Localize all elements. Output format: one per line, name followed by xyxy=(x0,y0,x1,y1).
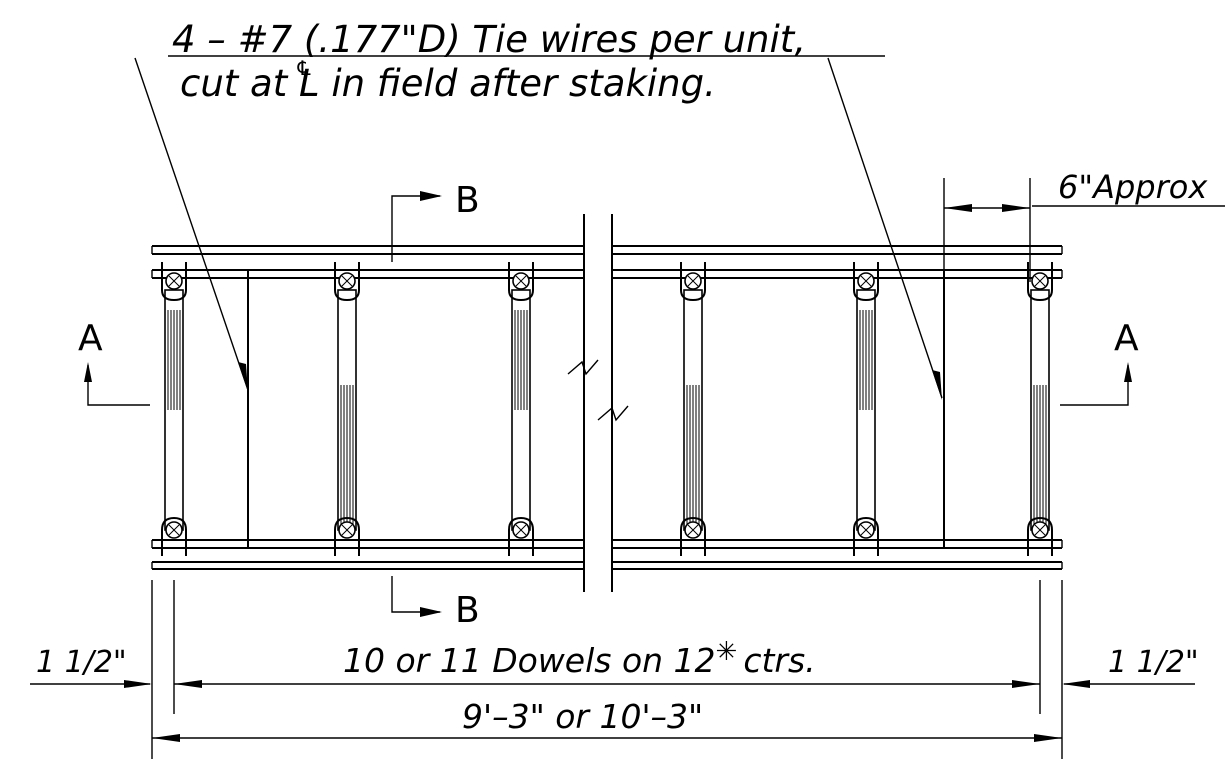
dowels-label-suffix: ctrs. xyxy=(743,641,815,680)
leader-left-arrow xyxy=(238,362,248,392)
dowels-label: 10 or 11 Dowels on 12✳ctrs. xyxy=(343,637,816,680)
leader-right xyxy=(827,57,943,399)
dowel-bar xyxy=(853,262,879,556)
note-line-1: 4 – #7 (.177"D) Tie wires per unit, xyxy=(172,18,806,61)
section-b-bottom-label: B xyxy=(455,590,480,631)
section-b-bottom: B xyxy=(391,576,480,631)
approx-label: 6"Approx xyxy=(1058,168,1208,206)
section-b-top: B xyxy=(391,180,480,262)
dowels-label-main: 10 or 11 Dowels on 12 xyxy=(343,641,716,680)
section-a-right: A xyxy=(1060,318,1139,406)
leader-left xyxy=(134,57,249,391)
dowels xyxy=(161,262,1053,556)
approx-dimension: 6"Approx xyxy=(943,168,1225,282)
edge-right-label: 1 1/2" xyxy=(1108,645,1199,680)
tie-wire-note: 4 – #7 (.177"D) Tie wires per unit, cut … xyxy=(134,18,943,400)
tie-wires xyxy=(247,270,945,548)
dowel-bar xyxy=(508,262,534,556)
dowel-bar xyxy=(334,262,360,556)
dowel-bar xyxy=(161,262,187,556)
bottom-dimensions: 1 1/2" 1 1/2" 10 or 11 Dowels on 12✳ctrs… xyxy=(30,580,1199,759)
length-label: 9'–3" or 10'–3" xyxy=(462,697,703,736)
section-a-left-label: A xyxy=(78,318,103,359)
top-rails xyxy=(151,245,1063,279)
dowel-bar xyxy=(1027,262,1053,556)
leader-right-arrow xyxy=(932,370,942,400)
edge-left-label: 1 1/2" xyxy=(36,645,127,680)
note-line-2: cut at L in field after staking. xyxy=(180,62,716,105)
break-lines xyxy=(567,214,629,592)
section-b-top-label: B xyxy=(455,180,480,221)
dowel-bar xyxy=(680,262,706,556)
section-a-left: A xyxy=(78,318,150,406)
bottom-rails xyxy=(151,539,1063,570)
dowels-asterisk: ✳ xyxy=(716,637,738,667)
centerline-symbol: ℄ xyxy=(295,56,313,80)
section-a-right-label: A xyxy=(1114,318,1139,359)
